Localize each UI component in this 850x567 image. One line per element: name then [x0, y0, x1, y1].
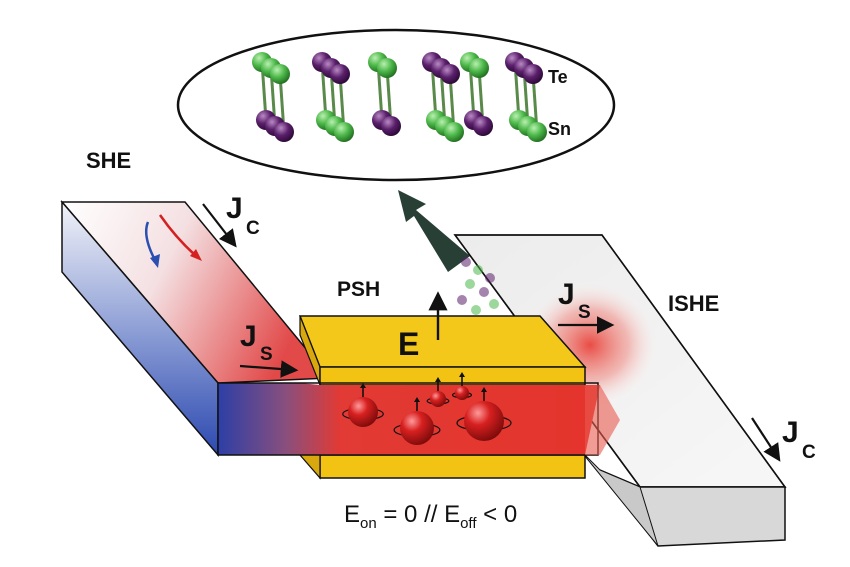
spin-sphere [426, 377, 450, 407]
lattice-atom [523, 64, 543, 84]
lattice-atom [377, 58, 397, 78]
lattice-atom [330, 64, 350, 84]
current-arrows [202, 203, 781, 462]
spin-sphere [393, 397, 441, 445]
lattice-atom [527, 122, 547, 142]
precessing-spins [342, 372, 512, 445]
lattice-atom [444, 122, 464, 142]
lattice-atom [469, 58, 489, 78]
zoom-arrow [398, 190, 470, 272]
svg-text:J: J [226, 192, 243, 225]
svg-text:J: J [240, 320, 257, 353]
lattice-atom [274, 122, 294, 142]
lattice-atom [381, 116, 401, 136]
spin-sphere [456, 387, 512, 441]
gate-stack [298, 315, 587, 480]
svg-text:S: S [578, 302, 591, 323]
she-label: SHE [86, 148, 131, 173]
lattice-inset: Te Sn [176, 28, 616, 182]
spin-sphere [451, 372, 473, 400]
inset-ellipse [176, 28, 616, 182]
sn-label: Sn [548, 119, 571, 139]
js-arrow-left [239, 360, 299, 378]
jc-arrow-left [202, 203, 237, 248]
svg-text:J: J [558, 278, 575, 311]
jc-label-right: J C [782, 416, 816, 463]
lattice-atom [334, 122, 354, 142]
jc-arrow-right [751, 417, 781, 462]
ishe-label: ISHE [668, 291, 719, 316]
jc-label-left: J C [226, 192, 260, 239]
gate-front-lower [319, 454, 586, 479]
svg-text:J: J [782, 416, 799, 449]
lattice-atom [270, 64, 290, 84]
lattice-atom [440, 64, 460, 84]
svg-text:S: S [260, 344, 273, 365]
field-label: E [398, 326, 419, 362]
psh-label: PSH [337, 278, 380, 301]
svg-text:C: C [802, 442, 816, 463]
svg-text:C: C [246, 218, 260, 239]
crystal-texture [457, 257, 499, 315]
js-label-right: J S [558, 278, 591, 323]
lattice-atom [473, 116, 493, 136]
gate-top [298, 315, 587, 368]
lattice-atoms [252, 52, 547, 142]
js-label-left: J S [240, 320, 273, 365]
svg-text:Eon = 0 // Eoff < 0: Eon = 0 // Eoff < 0 [344, 501, 517, 532]
te-label: Te [548, 67, 568, 87]
spin-sphere [342, 383, 384, 427]
gate-condition-equation: Eon = 0 // Eoff < 0 [344, 501, 517, 532]
